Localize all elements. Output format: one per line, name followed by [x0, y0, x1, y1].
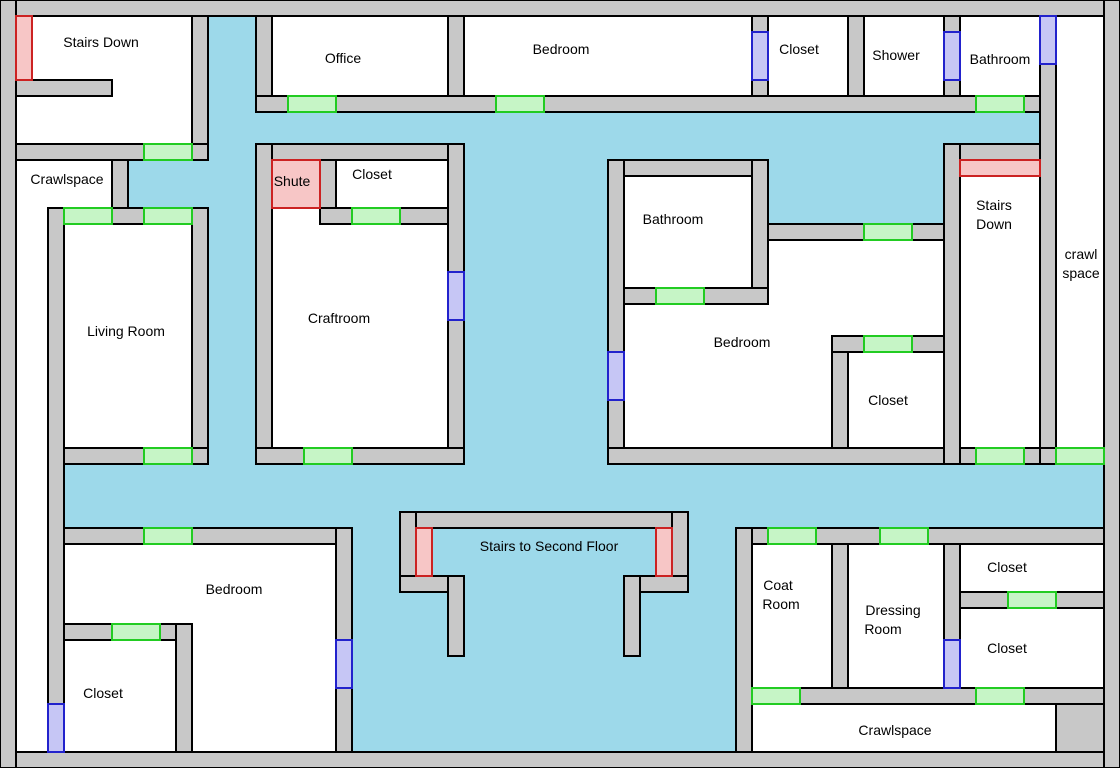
door-closed[interactable] — [607, 351, 625, 401]
room-bathroom-ne[interactable] — [960, 16, 1040, 96]
door-open[interactable] — [1055, 447, 1105, 465]
door-open[interactable] — [287, 95, 337, 113]
room-shower[interactable] — [864, 16, 944, 96]
door-open[interactable] — [351, 207, 401, 225]
door-locked[interactable] — [655, 527, 673, 577]
door-closed[interactable] — [943, 639, 961, 689]
label-closet-sw: Closet — [83, 685, 123, 701]
room-craftroom[interactable] — [272, 224, 448, 448]
door-open[interactable] — [303, 447, 353, 465]
door-open[interactable] — [63, 207, 113, 225]
door-open[interactable] — [975, 95, 1025, 113]
door-closed[interactable] — [335, 639, 353, 689]
label-closet-center: Closet — [868, 392, 908, 408]
label-crawlspace-south: Crawlspace — [858, 722, 931, 738]
door-open[interactable] — [143, 447, 193, 465]
label-bedroom-center: Bedroom — [714, 334, 771, 350]
door-closed[interactable] — [943, 31, 961, 81]
label-bedroom-north: Bedroom — [533, 41, 590, 57]
label-closet-craft: Closet — [352, 166, 392, 182]
label-coat-room-line1: Coat — [763, 577, 793, 593]
label-stairs-down-east-line1: Stairs — [976, 197, 1012, 213]
label-shute: Shute — [274, 173, 311, 189]
label-bathroom-center: Bathroom — [643, 211, 704, 227]
door-open[interactable] — [655, 287, 705, 305]
label-crawl-space-line1: crawl — [1065, 246, 1098, 262]
label-office: Office — [325, 50, 362, 66]
room-floors — [16, 16, 1104, 752]
door-closed[interactable] — [47, 703, 65, 753]
room-stairs-down-east[interactable] — [960, 160, 1040, 448]
room-crawlspace-south[interactable] — [752, 704, 1056, 752]
door-open[interactable] — [975, 687, 1025, 705]
label-crawl-space-line2: space — [1062, 265, 1100, 281]
door-locked[interactable] — [959, 159, 1041, 177]
door-closed[interactable] — [1039, 15, 1057, 65]
door-open[interactable] — [495, 95, 545, 113]
room-closet-se-lower[interactable] — [960, 608, 1104, 688]
label-living-room: Living Room — [87, 323, 165, 339]
door-open[interactable] — [879, 527, 929, 545]
door-open[interactable] — [143, 143, 193, 161]
label-dressing-room-line2: Room — [864, 621, 901, 637]
door-open[interactable] — [143, 207, 193, 225]
label-stairs-down-east-line2: Down — [976, 216, 1012, 232]
door-open[interactable] — [751, 687, 801, 705]
door-open[interactable] — [111, 623, 161, 641]
room-coat-room[interactable] — [752, 544, 832, 688]
label-coat-room-line2: Room — [762, 596, 799, 612]
label-bathroom-ne: Bathroom — [970, 51, 1031, 67]
room-crawlspace-west-strip — [16, 160, 48, 752]
room-closet-se-upper[interactable] — [960, 544, 1104, 592]
room-closet-north[interactable] — [768, 16, 848, 96]
doors — [15, 15, 1105, 753]
room-labels: Stairs Down Office Bedroom Closet Shower… — [30, 34, 1099, 738]
room-living-room[interactable] — [64, 224, 192, 448]
room-dressing-room[interactable] — [848, 544, 944, 688]
door-closed[interactable] — [447, 271, 465, 321]
label-closet-se-lower: Closet — [987, 640, 1027, 656]
door-open[interactable] — [975, 447, 1025, 465]
door-open[interactable] — [1007, 591, 1057, 609]
label-bedroom-sw: Bedroom — [206, 581, 263, 597]
room-bedroom-sw[interactable] — [64, 544, 336, 752]
door-locked[interactable] — [415, 527, 433, 577]
label-stairs-second-floor: Stairs to Second Floor — [480, 538, 619, 554]
door-closed[interactable] — [751, 31, 769, 81]
door-open[interactable] — [863, 335, 913, 353]
door-open[interactable] — [767, 527, 817, 545]
label-dressing-room-line1: Dressing — [865, 602, 920, 618]
room-bedroom-north[interactable] — [464, 16, 752, 96]
label-stairs-down-nw: Stairs Down — [63, 34, 138, 50]
label-crawlspace-west: Crawlspace — [30, 171, 103, 187]
room-crawl-space-east[interactable] — [1056, 16, 1104, 448]
door-locked[interactable] — [15, 15, 33, 81]
label-craftroom: Craftroom — [308, 310, 370, 326]
room-craft-closet[interactable] — [336, 160, 448, 208]
door-open[interactable] — [863, 223, 913, 241]
label-shower: Shower — [872, 47, 920, 63]
door-open[interactable] — [143, 527, 193, 545]
room-office[interactable] — [272, 16, 448, 96]
label-closet-se-upper: Closet — [987, 559, 1027, 575]
label-closet-north: Closet — [779, 41, 819, 57]
shute-box[interactable] — [271, 159, 321, 209]
